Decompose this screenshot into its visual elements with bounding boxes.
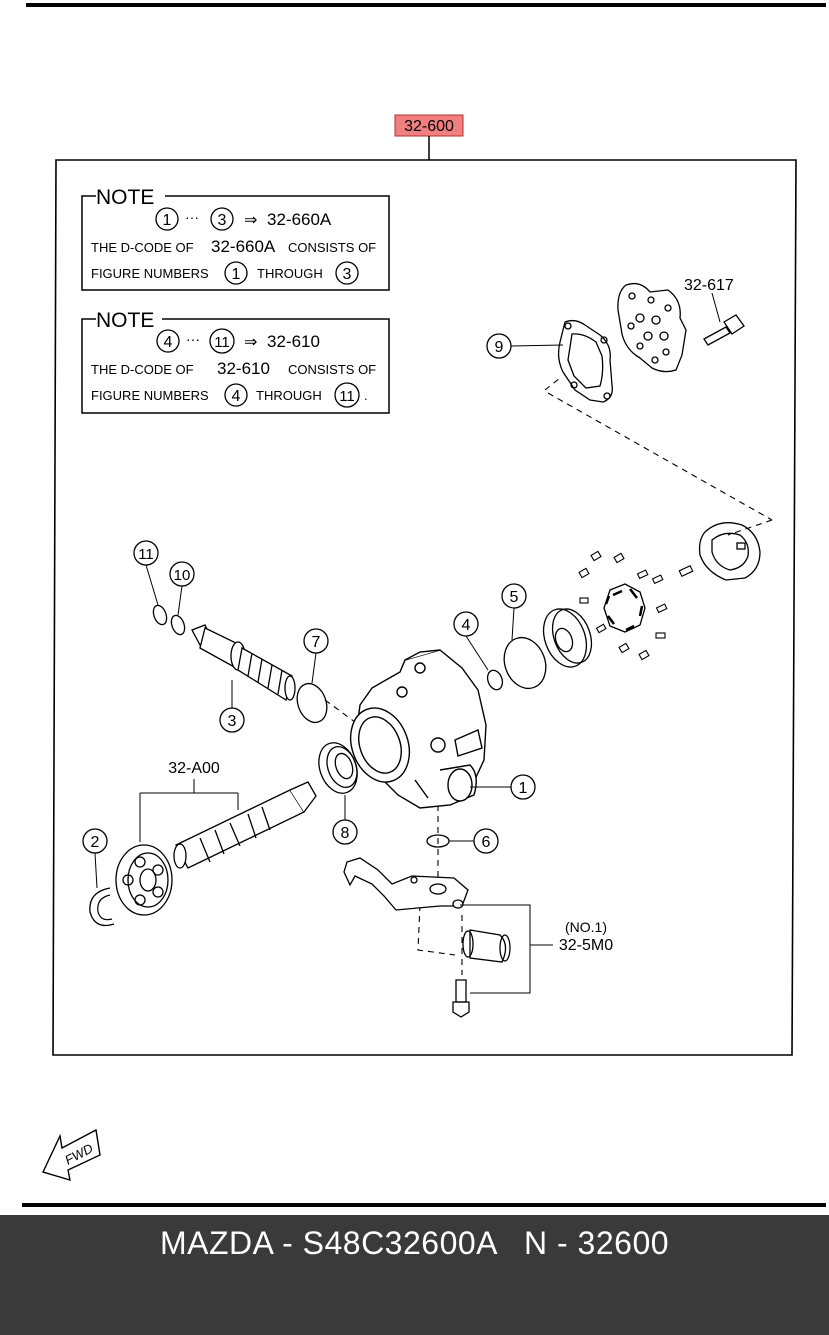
label-bracket-code: 32-5M0 <box>559 937 613 954</box>
note-box-1: NOTE 1 ··· 3 ⇒ 32-660A THE D-CODE OF 32-… <box>81 186 390 291</box>
o-ring-4 <box>486 669 504 691</box>
circlip-2 <box>89 887 115 927</box>
callout-4: 4 <box>462 617 471 634</box>
pump-vanes <box>578 550 694 661</box>
callout-3: 3 <box>228 713 237 730</box>
note-2-line2-mid: THROUGH <box>256 388 322 403</box>
pump-body <box>349 649 487 809</box>
note-2-line2-start: 4 <box>232 388 241 405</box>
callout-6: 6 <box>482 834 491 851</box>
note-1-heading: NOTE <box>96 186 154 209</box>
callout-11: 11 <box>138 546 154 563</box>
drive-shaft <box>173 781 317 869</box>
callout-1: 1 <box>519 780 528 797</box>
pump-bracket <box>343 857 469 911</box>
bracket-pipe <box>462 929 511 963</box>
label-bracket-note: (NO.1) <box>565 919 607 935</box>
gasket-part-9 <box>557 319 613 403</box>
svg-text:···: ··· <box>185 209 199 225</box>
cover-plate <box>617 282 687 373</box>
note-1-line2-mid: THROUGH <box>257 266 323 281</box>
pump-rotor <box>603 583 646 633</box>
note-1-end-number: 3 <box>218 212 227 229</box>
callout-8: 8 <box>341 825 350 842</box>
shaft-bearing <box>115 844 173 916</box>
bracket-bolt <box>452 979 470 1018</box>
note-1-line1-pre: THE D-CODE OF <box>91 240 194 255</box>
footer-ref: N - 32600 <box>524 1225 670 1261</box>
callout-2: 2 <box>91 834 100 851</box>
note-2-line2-pre: FIGURE NUMBERS <box>91 388 209 403</box>
pressure-plate <box>542 608 593 668</box>
note-2-line2-period: . <box>364 388 368 403</box>
label-shaft-code: 32-A00 <box>168 760 220 777</box>
fwd-arrow-icon: FWD <box>42 1128 101 1182</box>
note-box-2: NOTE 4 ··· 11 ⇒ 32-610 THE D-CODE OF 32-… <box>81 309 390 414</box>
assembly-guide-lines <box>324 377 773 975</box>
label-bolt-code: 32-617 <box>684 277 734 294</box>
o-ring-5 <box>503 636 547 690</box>
o-ring-7 <box>296 682 328 724</box>
footer-brand: MAZDA - S48C32600A <box>159 1225 498 1261</box>
assembly-code: 32-600 <box>404 118 454 135</box>
svg-text:···: ··· <box>186 331 200 347</box>
diagram-frame <box>52 159 797 1056</box>
note-1-arrow: ⇒ <box>244 212 257 229</box>
note-1-target-code: 32-660A <box>267 210 332 229</box>
note-2-target-code: 32-610 <box>267 332 320 351</box>
callout-9: 9 <box>495 339 504 356</box>
bolt-32-617 <box>703 314 745 346</box>
bottom-rule <box>22 1203 826 1207</box>
oil-seal-8 <box>318 742 358 794</box>
note-1-start-number: 1 <box>163 212 172 229</box>
note-2-start-number: 4 <box>164 334 173 351</box>
note-2-end-number: 11 <box>214 334 230 351</box>
callout-5: 5 <box>510 589 519 606</box>
note-2-heading: NOTE <box>96 309 154 332</box>
note-1-line1-post: CONSISTS OF <box>288 240 376 255</box>
note-1-line2-end: 3 <box>343 266 352 283</box>
note-1-line1-code: 32-660A <box>211 237 276 256</box>
callout-10: 10 <box>174 567 191 584</box>
footer-caption: MAZDA - S48C32600A N - 32600 <box>0 1225 829 1262</box>
cam-ring <box>698 522 761 581</box>
footer-bar <box>0 1215 829 1335</box>
note-1-line2-pre: FIGURE NUMBERS <box>91 266 209 281</box>
o-ring-10 <box>170 614 186 636</box>
top-rule <box>26 3 826 7</box>
note-2-arrow: ⇒ <box>244 334 257 351</box>
connector-part-3 <box>191 624 296 702</box>
note-2-line1-code: 32-610 <box>217 359 270 378</box>
o-ring-11 <box>152 604 168 626</box>
note-2-line1-post: CONSISTS OF <box>288 362 376 377</box>
note-2-line2-end: 11 <box>339 388 355 405</box>
assembly-label: 32-600 <box>394 114 464 160</box>
note-1-line2-start: 1 <box>232 266 241 283</box>
callout-7: 7 <box>312 634 321 651</box>
note-2-line1-pre: THE D-CODE OF <box>91 362 194 377</box>
